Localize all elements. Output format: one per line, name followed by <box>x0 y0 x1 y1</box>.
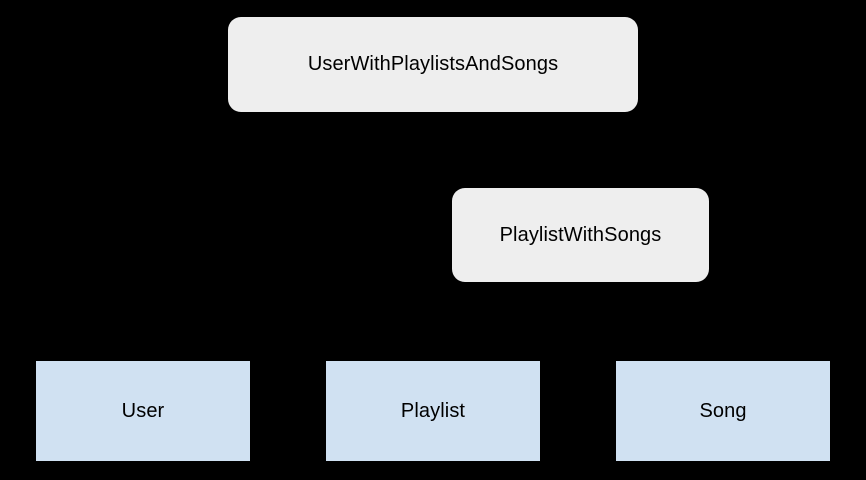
node-user-with-playlists-and-songs[interactable]: UserWithPlaylistsAndSongs <box>228 17 638 112</box>
node-playlist-with-songs[interactable]: PlaylistWithSongs <box>452 188 709 282</box>
node-song[interactable]: Song <box>616 361 830 461</box>
node-playlist[interactable]: Playlist <box>326 361 540 461</box>
node-label-user-with-playlists-and-songs: UserWithPlaylistsAndSongs <box>307 53 559 75</box>
node-user[interactable]: User <box>36 361 250 461</box>
node-label-user: User <box>121 399 165 422</box>
node-label-playlist: Playlist <box>400 399 466 422</box>
edge-playlist-with-songs-to-playlist <box>432 282 581 361</box>
node-label-song: Song <box>699 399 747 422</box>
node-label-playlist-with-songs: PlaylistWithSongs <box>499 223 662 246</box>
edge-user-with-playlists-and-songs-to-playlist-with-songs <box>432 112 581 188</box>
edge-user-with-playlists-and-songs-to-user <box>142 112 434 361</box>
edge-playlist-with-songs-to-song <box>579 282 724 361</box>
